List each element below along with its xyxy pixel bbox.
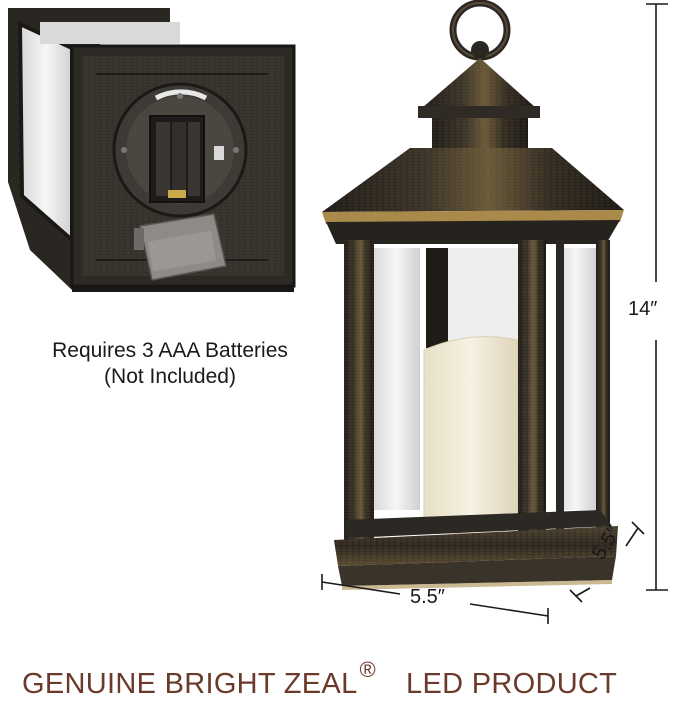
brand-tagline: GENUINE BRIGHT ZEAL® LED PRODUCT <box>22 657 679 701</box>
height-dimension-line <box>646 3 668 591</box>
depth-dimension-line <box>569 521 645 603</box>
width-dimension-line <box>321 574 549 624</box>
battery-note-line-1: Requires 3 AAA Batteries <box>52 339 288 362</box>
height-dimension-label: 14″ <box>628 298 658 320</box>
battery-requirement-note: Requires 3 AAA Batteries (Not Included) <box>0 338 340 390</box>
width-dimension-label: 5.5″ <box>410 586 445 608</box>
battery-note-line-2: (Not Included) <box>104 365 236 388</box>
registered-trademark-icon: ® <box>359 657 377 682</box>
brand-product-type: LED PRODUCT <box>406 668 618 700</box>
lantern-front-view <box>322 0 624 590</box>
brand-name: GENUINE BRIGHT ZEAL <box>22 668 358 700</box>
lantern-bottom-view <box>8 8 296 292</box>
